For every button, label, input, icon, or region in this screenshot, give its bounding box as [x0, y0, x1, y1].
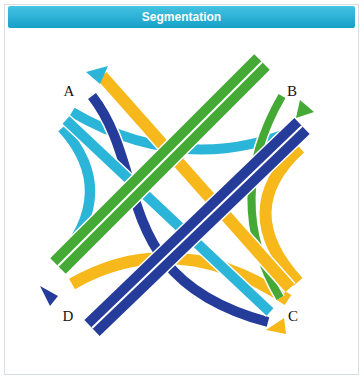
- arrowhead: [266, 318, 286, 334]
- title-bar: Segmentation: [8, 6, 355, 28]
- corner-label: A: [62, 83, 77, 99]
- corner-label: C: [286, 308, 300, 324]
- arrowhead: [40, 286, 58, 306]
- title-text: Segmentation: [8, 6, 355, 28]
- ribbon: [58, 62, 262, 266]
- ribbon-divider: [58, 62, 262, 266]
- panel: [4, 4, 359, 375]
- arrowhead: [296, 100, 314, 118]
- ribbon-edge: [92, 126, 302, 328]
- arrowhead: [86, 66, 108, 84]
- ribbon-edge: [58, 62, 262, 266]
- ribbon-divider: [92, 126, 302, 328]
- corner-label: D: [61, 308, 76, 324]
- corner-label: B: [285, 83, 299, 99]
- ribbon: [92, 126, 302, 328]
